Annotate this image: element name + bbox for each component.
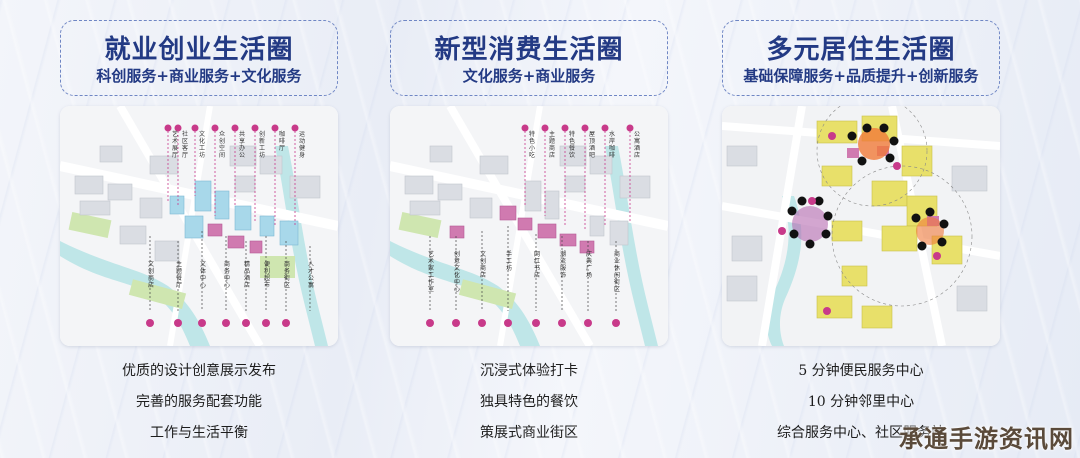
map-callout-label: 众创空间 — [219, 131, 225, 159]
feature-item: 优质的设计创意展示发布 — [122, 363, 276, 379]
panel-subtitle: 基础保障服务+品质提升+创新服务 — [743, 67, 979, 85]
map-callout-label: 咖啡厅 — [279, 130, 285, 152]
panel-title: 新型消费生活圈 — [434, 35, 624, 65]
panel-subtitle: 科创服务+商业服务+文化服务 — [96, 67, 302, 85]
map-callout-label: 艺术家工作室 — [428, 250, 434, 293]
panel-title: 多元居住生活圈 — [766, 35, 956, 65]
map-callout-label: 商务中心 — [224, 260, 230, 289]
map-callout-label: 公寓酒店 — [634, 131, 640, 159]
map-callout-label: 艺术展厅 — [172, 130, 178, 159]
panel-employment: 就业创业生活圈 科创服务+商业服务+文化服务 — [0, 0, 340, 458]
map-callout-label: 特色餐饮 — [569, 130, 575, 159]
map-callout-label: 商业休闲街区 — [614, 250, 620, 293]
map-callout-label: 水岸咖啡 — [609, 130, 615, 159]
district-map-consumption: 特色小吃 主题商店 特色餐饮 屋顶酒吧 水岸咖啡 公寓酒店艺术家工作室 创意文化中心 文创商店… — [390, 106, 668, 346]
map-callout-label: 创意文化中心 — [454, 250, 460, 293]
map-callout-label: 文体中心 — [200, 260, 206, 289]
district-map-residential — [722, 106, 1000, 346]
panel-subtitle: 文化服务+商业服务 — [462, 67, 596, 85]
map-callout-label: 创新工坊 — [259, 130, 265, 159]
map-callout-label: 屋顶酒吧 — [589, 131, 595, 159]
feature-list: 沉浸式体验打卡 独具特色的餐饮 策展式商业街区 — [390, 360, 668, 453]
map-callout-label: 文创商店 — [480, 250, 486, 279]
panel-title: 就业创业生活圈 — [104, 35, 294, 65]
feature-list: 5 分钟便民服务中心 10 分钟邻里中心 综合服务中心、社区服务站 — [722, 360, 1000, 453]
map-callout-label: 特色小吃 — [529, 130, 535, 159]
panel-consumption: 新型消费生活圈 文化服务+商业服务 — [370, 0, 710, 458]
feature-item: 10 分钟邻里中心 — [807, 394, 915, 410]
map-callout-label: 庆典广场 — [586, 250, 592, 279]
feature-item: 综合服务中心、社区服务站 — [777, 425, 945, 441]
map-callout-label: 共享办公 — [239, 130, 245, 159]
feature-item: 沉浸式体验打卡 — [480, 363, 578, 379]
district-map-employment: 艺术展厅社区客厅 文化工坊 众创空间 共享办公 创新工坊 咖啡厅 运动健身文创商店 主题餐厅 文… — [60, 106, 338, 346]
panel-residential: 多元居住生活圈 基础保障服务+品质提升+创新服务 — [720, 0, 1060, 458]
map-callout-label: 商务街区 — [284, 260, 290, 289]
map-callout-label: 人才公寓 — [308, 261, 314, 289]
map-callout-label: 手工坊 — [506, 250, 512, 272]
map-callout-label: 运动健身 — [299, 130, 305, 159]
panel-title-box: 新型消费生活圈 文化服务+商业服务 — [390, 20, 668, 96]
feature-item: 工作与生活平衡 — [150, 425, 248, 441]
map-callout-label: 文创商店 — [148, 260, 154, 289]
feature-list: 优质的设计创意展示发布 完善的服务配套功能 工作与生活平衡 — [60, 360, 338, 453]
feature-item: 策展式商业街区 — [480, 425, 578, 441]
feature-item: 完善的服务配套功能 — [136, 394, 262, 410]
map-callout-label: 社区客厅 — [182, 130, 188, 159]
map-callout-label: 主题餐厅 — [176, 260, 182, 289]
feature-item: 独具特色的餐饮 — [480, 394, 578, 410]
map-callout-label: 便利超市 — [264, 260, 270, 289]
service-hub-icon — [792, 128, 944, 245]
map-callout-label: 潮流服饰 — [560, 250, 566, 279]
panel-title-box: 就业创业生活圈 科创服务+商业服务+文化服务 — [60, 20, 338, 96]
map-callout-label: 文化工坊 — [199, 130, 205, 159]
watermark-text: 承通手游资讯网 — [899, 425, 1074, 453]
panel-title-box: 多元居住生活圈 基础保障服务+品质提升+创新服务 — [722, 20, 1000, 96]
feature-item: 5 分钟便民服务中心 — [798, 363, 924, 379]
map-callout-label: 网红书店 — [534, 251, 540, 279]
map-callout-label: 精品酒店 — [244, 260, 250, 289]
top-callouts — [167, 131, 296, 226]
map-callout-label: 主题商店 — [549, 130, 555, 159]
